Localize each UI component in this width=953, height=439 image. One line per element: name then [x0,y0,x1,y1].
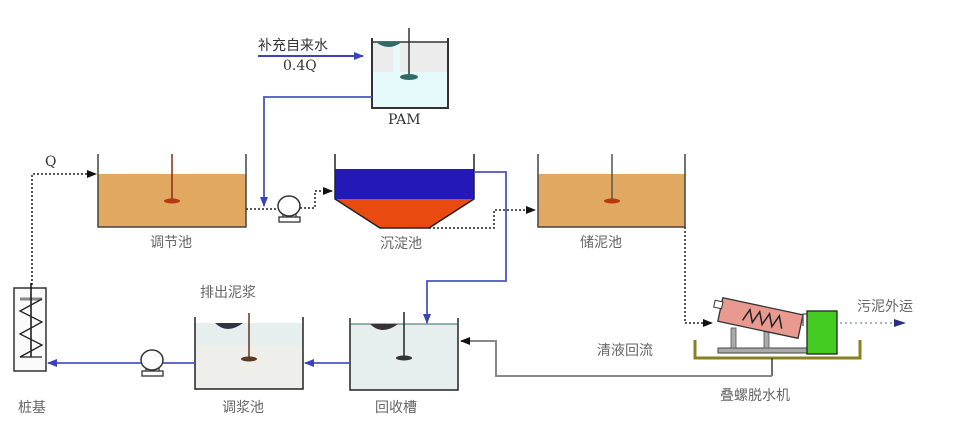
pump-icon [277,195,301,223]
pam-label: PAM [388,112,421,128]
regulating-tank: 调节池 [97,154,247,251]
pam-dosing-pipe [260,96,372,207]
recovery-tank: 回收槽 [349,312,459,416]
recovery-mixer-icon [396,355,412,361]
sludge-storage-tank-label: 储泥池 [580,235,622,251]
pam-tank: PAM [371,28,449,128]
pam-nozzle-icon [376,42,402,47]
clear-water-zone [335,169,474,199]
sedimentation-tank: 沉淀池 [334,154,475,252]
pile-spiral-icon [18,298,44,358]
sludge-cake-bin [806,310,838,355]
recovery-nozzle-icon [370,324,398,330]
tap-water-label: 补充自来水 [258,38,328,54]
pump-2-icon [140,349,164,377]
inflow-pipe [31,170,97,285]
discharge-slurry-label: 排出泥浆 [200,285,256,301]
screw-press: 叠螺脱水机 [693,297,862,404]
sludge-transport-label: 污泥外运 [857,299,913,315]
tap-water-flow-label: 0.4Q [283,58,317,74]
storage-to-press-pipe [684,227,713,327]
filtrate-return-pipe [460,337,772,377]
overflow-to-recovery-pipe [423,171,507,324]
inflow-q-label: Q [45,154,56,170]
regulating-tank-label: 调节池 [150,235,192,251]
storage-mixer-icon [604,198,620,204]
recovery-tank-label: 回收槽 [375,400,417,416]
sludge-storage-tank: 储泥池 [537,154,686,251]
pile-foundation-label: 桩基 [18,399,46,416]
slurry-tank-label: 调浆池 [222,400,264,416]
slurry-mixer-icon [241,356,257,362]
tap-water-input: 补充自来水 0.4Q [258,38,364,74]
pam-mixer-blade-icon [400,74,418,80]
settled-sludge-zone [335,199,474,228]
sedimentation-tank-label: 沉淀池 [380,236,422,252]
pile-foundation: 桩基 [13,283,47,416]
regulating-mixer-icon [164,198,180,204]
filtrate-tray [693,340,862,360]
screw-press-label: 叠螺脱水机 [720,388,790,404]
sludge-to-storage-pipe [429,206,536,229]
screw-spiral-icon [741,307,783,329]
slurry-tank: 排出泥浆 调浆池 [194,285,304,416]
slurry-nozzle-icon [215,323,243,329]
filtrate-return-label: 清液回流 [597,343,653,359]
pump-to-sedimentation-pipe [300,187,333,209]
